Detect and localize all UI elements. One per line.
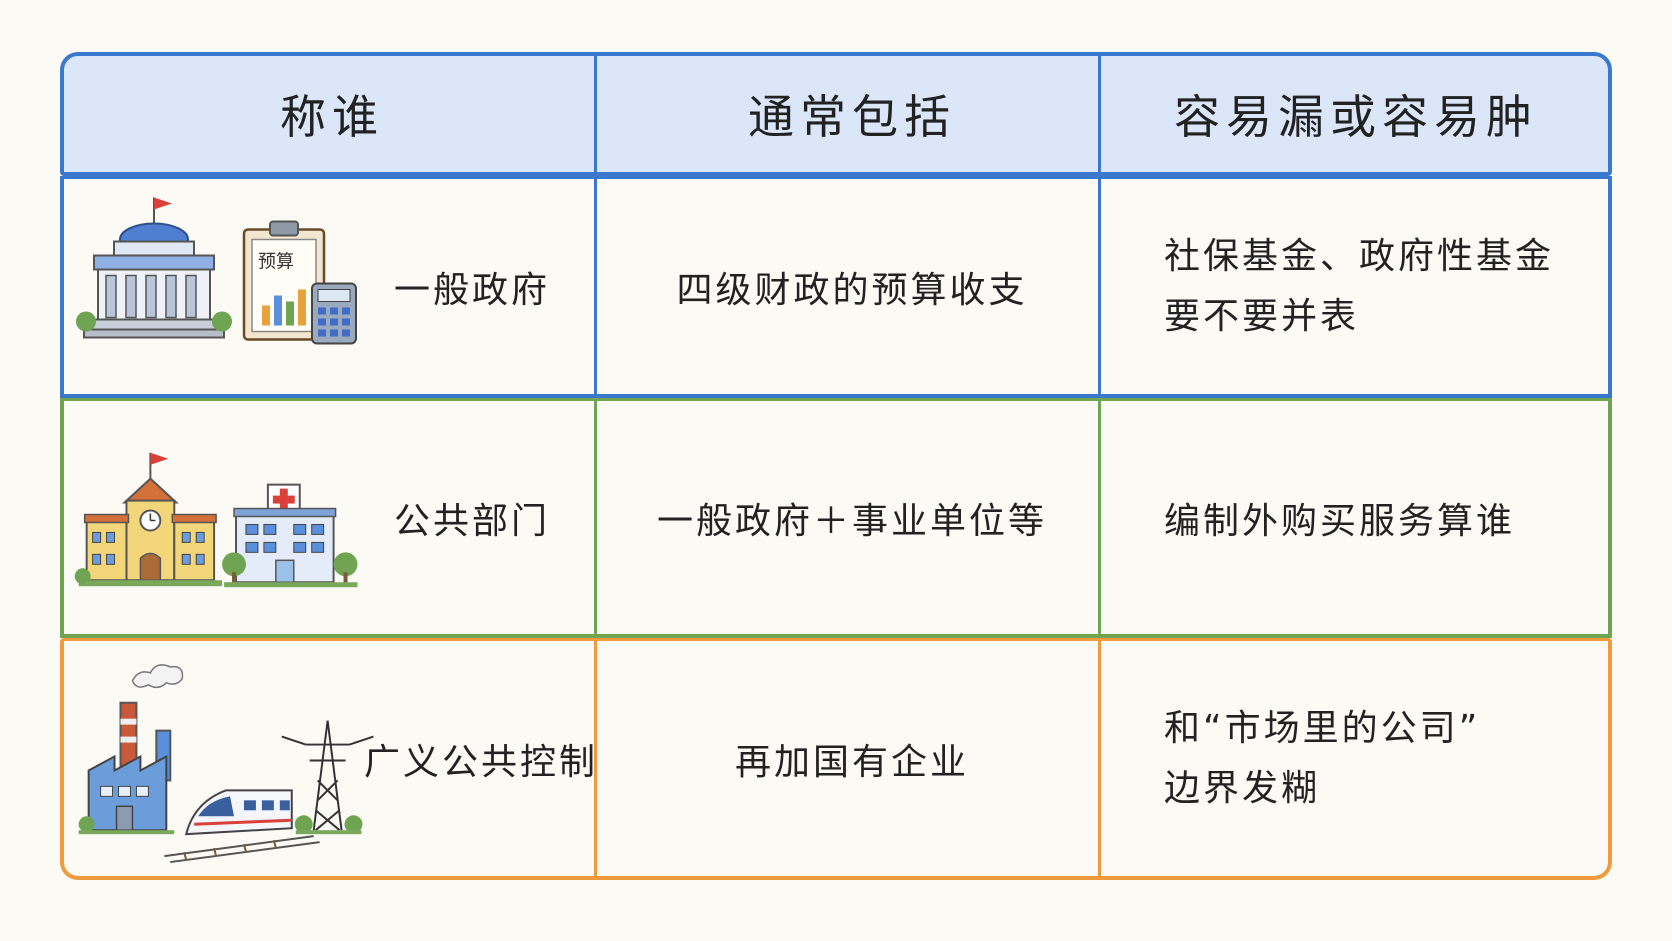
row1-pitfall-line1: 社保基金、政府性基金 bbox=[1164, 235, 1555, 277]
school-building-icon bbox=[74, 452, 223, 587]
table-row-general-government: 预算 一般政府 四级财政 bbox=[60, 176, 1612, 398]
column-divider bbox=[1098, 177, 1101, 396]
column-divider bbox=[594, 54, 597, 174]
header-pitfalls: 容易漏或容易肿 bbox=[1174, 90, 1538, 144]
row1-who-cell: 预算 一般政府 bbox=[64, 179, 600, 394]
column-divider bbox=[594, 639, 597, 878]
table-row-public-sector: 公共部门 一般政府＋事业单位等 编制外购买服务算谁 bbox=[60, 398, 1612, 638]
table-row-broad-public-control: 广义公共控制 再加国有企业 和“市场里的公司” 边界发糊 bbox=[60, 638, 1612, 880]
row3-includes: 再加国有企业 bbox=[734, 741, 969, 783]
row3-who-cell: 广义公共控制 bbox=[64, 641, 600, 876]
row3-pitfall: 和“市场里的公司” 边界发糊 bbox=[1164, 699, 1480, 819]
comparison-table: 称谁 通常包括 容易漏或容易肿 bbox=[60, 52, 1612, 880]
header-cell-includes: 通常包括 bbox=[600, 56, 1104, 172]
row3-pitfall-line1: 和“市场里的公司” bbox=[1164, 707, 1481, 749]
row3-pitfall-line2: 边界发糊 bbox=[1164, 767, 1321, 809]
budget-label: 预算 bbox=[258, 252, 294, 273]
header-includes: 通常包括 bbox=[748, 90, 956, 144]
row1-icons: 预算 bbox=[74, 179, 404, 394]
column-divider bbox=[1098, 399, 1101, 636]
calculator-icon bbox=[311, 282, 357, 345]
train-icon bbox=[164, 789, 320, 864]
row2-includes-cell: 一般政府＋事业单位等 bbox=[600, 401, 1104, 634]
row2-icons bbox=[74, 401, 404, 634]
header-cell-who: 称谁 bbox=[64, 56, 600, 172]
budget-clipboard-icon: 预算 bbox=[242, 220, 326, 341]
row1-label: 一般政府 bbox=[394, 269, 551, 311]
header-cell-pitfalls: 容易漏或容易肿 bbox=[1104, 56, 1608, 172]
row1-includes-cell: 四级财政的预算收支 bbox=[600, 179, 1104, 394]
row2-pitfall-cell: 编制外购买服务算谁 bbox=[1104, 401, 1608, 634]
column-divider bbox=[1098, 54, 1101, 174]
power-tower-icon bbox=[281, 720, 374, 835]
row1-pitfall-line2: 要不要并表 bbox=[1164, 295, 1360, 337]
row2-includes: 一般政府＋事业单位等 bbox=[656, 500, 1047, 542]
column-divider bbox=[594, 399, 597, 636]
row3-pitfall-cell: 和“市场里的公司” 边界发糊 bbox=[1104, 641, 1608, 876]
row3-label: 广义公共控制 bbox=[364, 741, 599, 783]
header-who: 称谁 bbox=[280, 90, 384, 144]
row2-who-cell: 公共部门 bbox=[64, 401, 600, 634]
column-divider bbox=[594, 177, 597, 396]
table-header-row: 称谁 通常包括 容易漏或容易肿 bbox=[60, 52, 1612, 176]
row2-pitfall: 编制外购买服务算谁 bbox=[1164, 500, 1516, 542]
row3-icons bbox=[74, 641, 404, 876]
government-building-icon bbox=[76, 197, 232, 339]
row1-includes: 四级财政的预算收支 bbox=[676, 269, 1028, 311]
row3-includes-cell: 再加国有企业 bbox=[600, 641, 1104, 876]
row1-pitfall: 社保基金、政府性基金 要不要并表 bbox=[1164, 227, 1554, 347]
row1-pitfall-cell: 社保基金、政府性基金 要不要并表 bbox=[1104, 179, 1608, 394]
row2-label: 公共部门 bbox=[394, 500, 551, 542]
factory-icon bbox=[78, 664, 184, 835]
column-divider bbox=[1098, 639, 1101, 878]
hospital-icon bbox=[222, 483, 358, 588]
